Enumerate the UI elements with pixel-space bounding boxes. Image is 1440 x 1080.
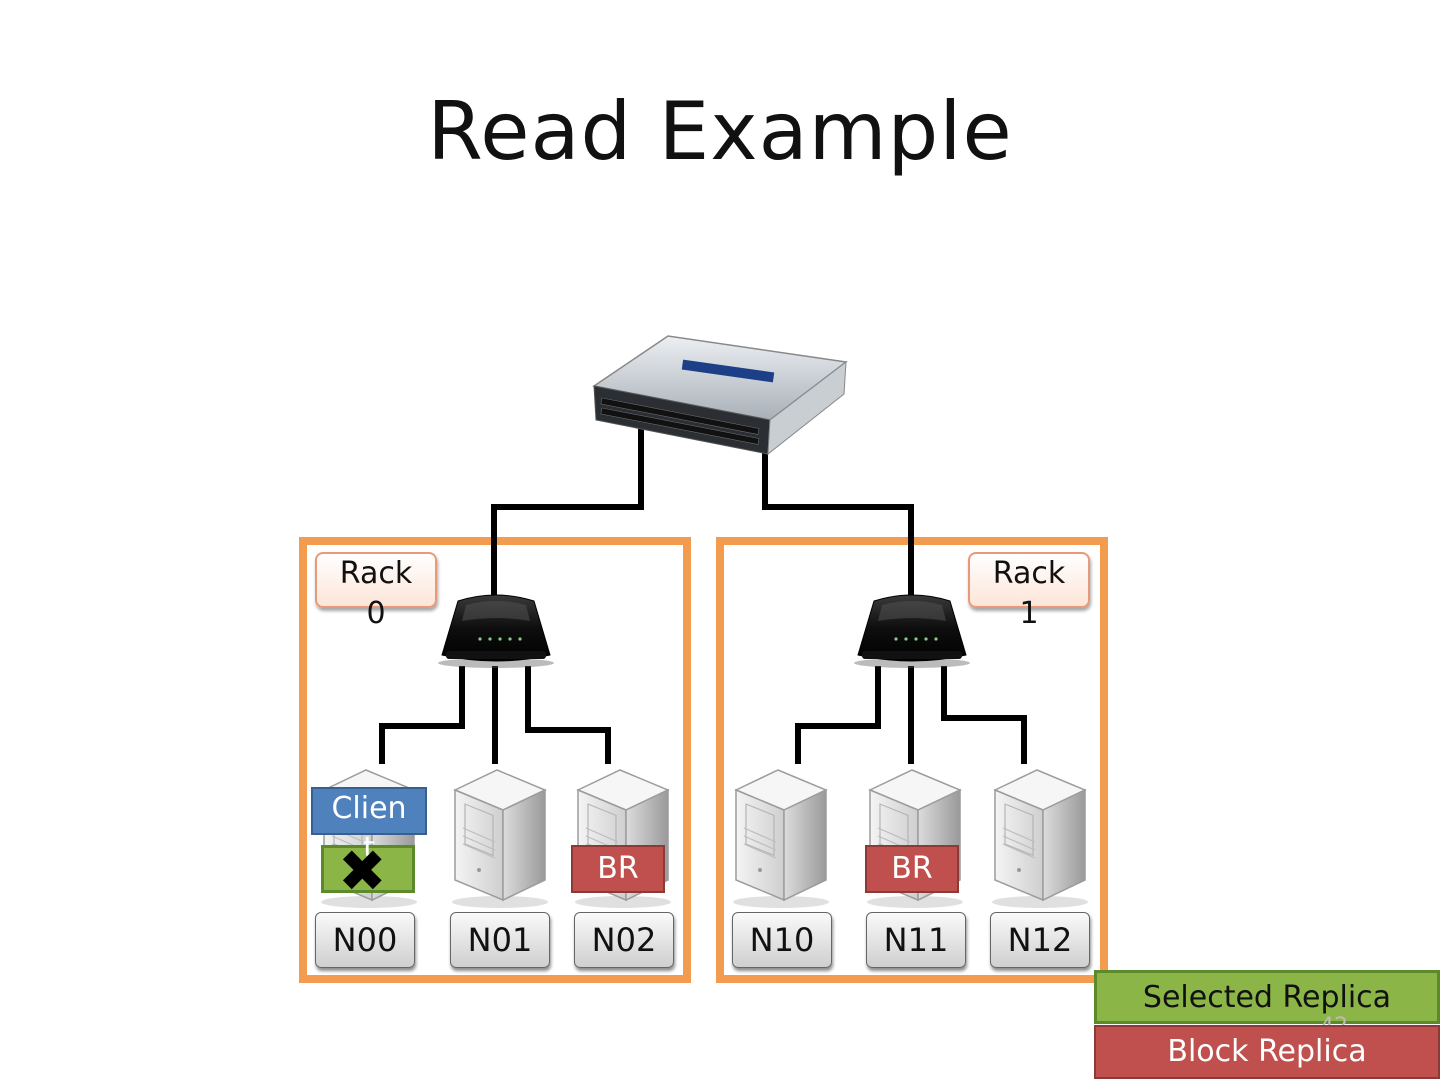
rack-1-wires [795,666,1027,764]
legend-selected-replica: Selected Replica [1094,970,1440,1024]
legend-block-replica: Block Replica [1094,1025,1440,1079]
rack-0-wires [379,666,611,764]
client-badge: Clien t [311,787,427,866]
node-label: N02 [574,912,674,968]
node-label: N11 [866,912,966,968]
network-switch-icon [592,335,848,456]
block-replica-n02: BR [571,845,665,893]
rack-0-router-icon [437,594,555,669]
node-label: N01 [450,912,550,968]
server-n12-icon [991,769,1089,909]
rack-1-router-icon [853,594,971,669]
slide-title: Read Example [427,85,1013,178]
rack-0-label: Rack 0 [315,552,437,631]
selected-replica-n00 [321,845,415,893]
server-n01-icon [451,769,549,909]
rack-1-label: Rack 1 [968,552,1090,631]
node-label: N00 [315,912,415,968]
core-uplinks [491,418,914,604]
node-label: N10 [732,912,832,968]
x-mark-icon: ✖ [338,837,387,905]
node-label: N12 [990,912,1090,968]
block-replica-n11: BR [865,845,959,893]
server-n10-icon [732,769,830,909]
